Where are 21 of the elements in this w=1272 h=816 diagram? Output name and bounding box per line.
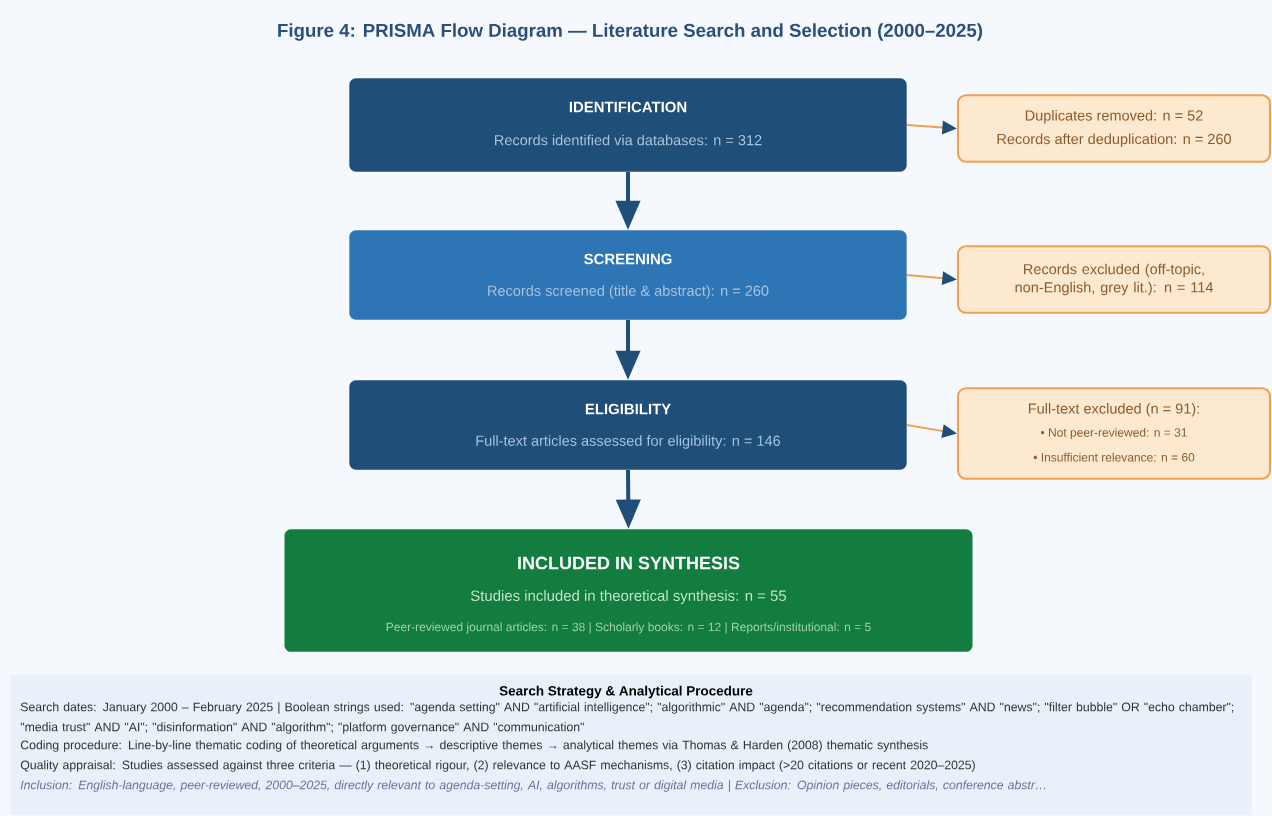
panel-heading: Search Strategy & Analytical Procedure xyxy=(499,685,753,699)
box-text: Records excluded (off-topic, non-English, grey lit.): n = 114 xyxy=(1015,263,1213,296)
bullet-item: • Insufficient relevance: n = 60 xyxy=(1033,452,1195,462)
criteria-text: Inclusion: English-language, peer-reviewed, 2000–2025, directly relevant to agenda-setting, AI, algorithms, trust or digital media | Exclusion: Opinion pieces, editorials, conference abstr… xyxy=(20,780,1046,792)
breakdown-text: Peer-reviewed journal articles: n = 38 | Scholarly books: n = 12 | Reports/institutional: n = 5 xyxy=(386,622,871,634)
procedure-text: Coding procedure: Line-by-line thematic coding of theoretical arguments → descriptive themes → analytical themes via Thomas & Harden (2008) thematic synthesis xyxy=(20,740,928,752)
box-text: Records after deduplication: n = 260 xyxy=(997,133,1231,147)
box-heading: SCREENING xyxy=(584,253,672,265)
box-text: Studies included in theoretical synthesis: n = 55 xyxy=(470,590,787,604)
box-heading: INCLUDED IN SYNTHESIS xyxy=(518,556,740,570)
box-text: Records identified via databases: n = 312 xyxy=(495,134,762,146)
bullet-item: • Not peer-reviewed: n = 31 xyxy=(1040,427,1187,440)
box-text: Full-text articles assessed for eligibility: n = 146 xyxy=(476,435,781,449)
box-heading: ELIGIBILITY xyxy=(585,403,671,415)
box-text: Duplicates removed: n = 52 xyxy=(1025,109,1203,124)
procedure-text: Search dates: January 2000 – February 2025 | Boolean strings used: "agenda setting" AND "artificial intelligence"; "algorithmic" AND "agenda"; "recommendation systems" AND "news"; "filter bubble" OR "echo chamber"; "media trust" AND "AI"; "disinformation" AND "algorithm"; "platform governance" AND "communication" xyxy=(20,702,1234,734)
title: Figure 4: PRISMA Flow Diagram — Literature Search and Selection (2000–2025) xyxy=(278,23,983,41)
box-text: Records screened (title & abstract): n = 260 xyxy=(488,285,769,299)
box-text: Full-text excluded (n = 91): xyxy=(1028,403,1199,417)
procedure-text: Quality appraisal: Studies assessed against three criteria — (1) theoretical rigour, (2) relevance to AASF mechanisms, (3) citation impact (>20 citations or recent 2020–2025) xyxy=(20,760,975,772)
box-heading: IDENTIFICATION xyxy=(569,101,687,113)
